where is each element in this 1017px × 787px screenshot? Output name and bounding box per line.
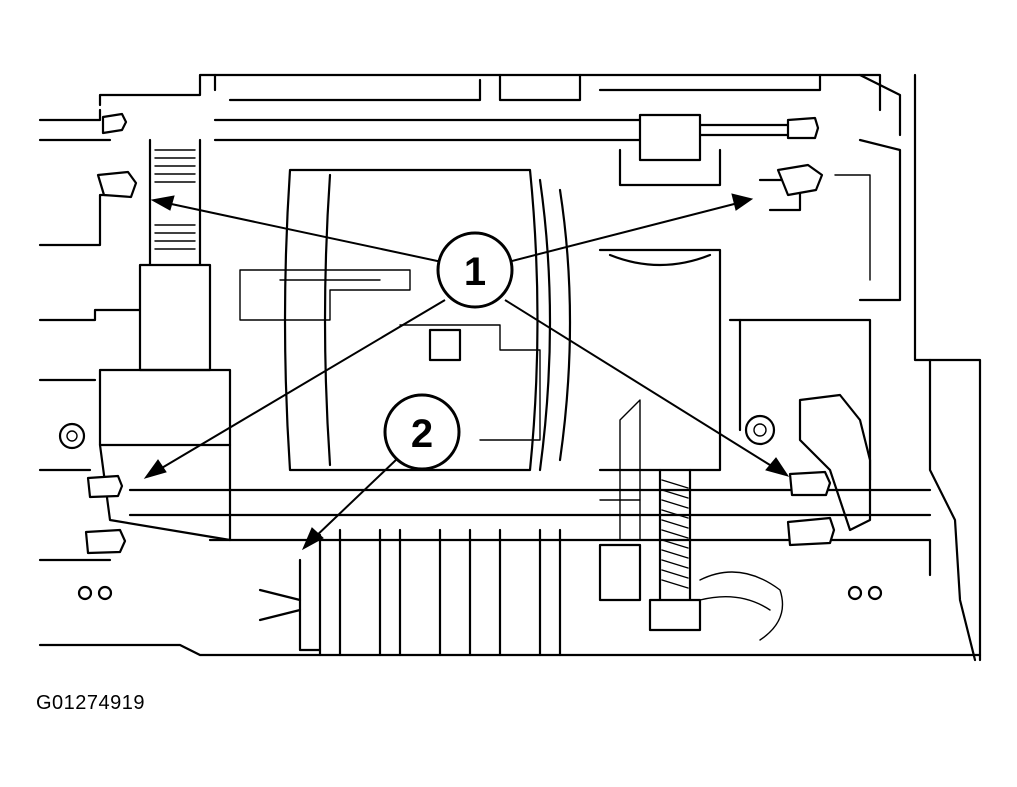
nut-bottom-right-lower [786, 516, 836, 547]
callout-1-leaders [143, 193, 790, 479]
nut-top-right [776, 163, 824, 197]
nut-bottom-left [86, 474, 124, 499]
nut-top-right-upper [786, 116, 820, 140]
callout-1-label: 1 [464, 250, 486, 294]
nut-top-left-upper [101, 112, 128, 135]
figure-id: G01274919 [36, 692, 146, 714]
callout-2: 2 [383, 393, 461, 471]
engine-bay-outline [38, 73, 982, 662]
callout-1: 1 [436, 231, 514, 309]
callout-2-label: 2 [411, 412, 433, 456]
nut-bottom-left-lower [84, 528, 127, 555]
nut-bottom-right [788, 470, 832, 497]
callout-2-leader [301, 457, 399, 551]
nut-top-left [96, 170, 138, 199]
